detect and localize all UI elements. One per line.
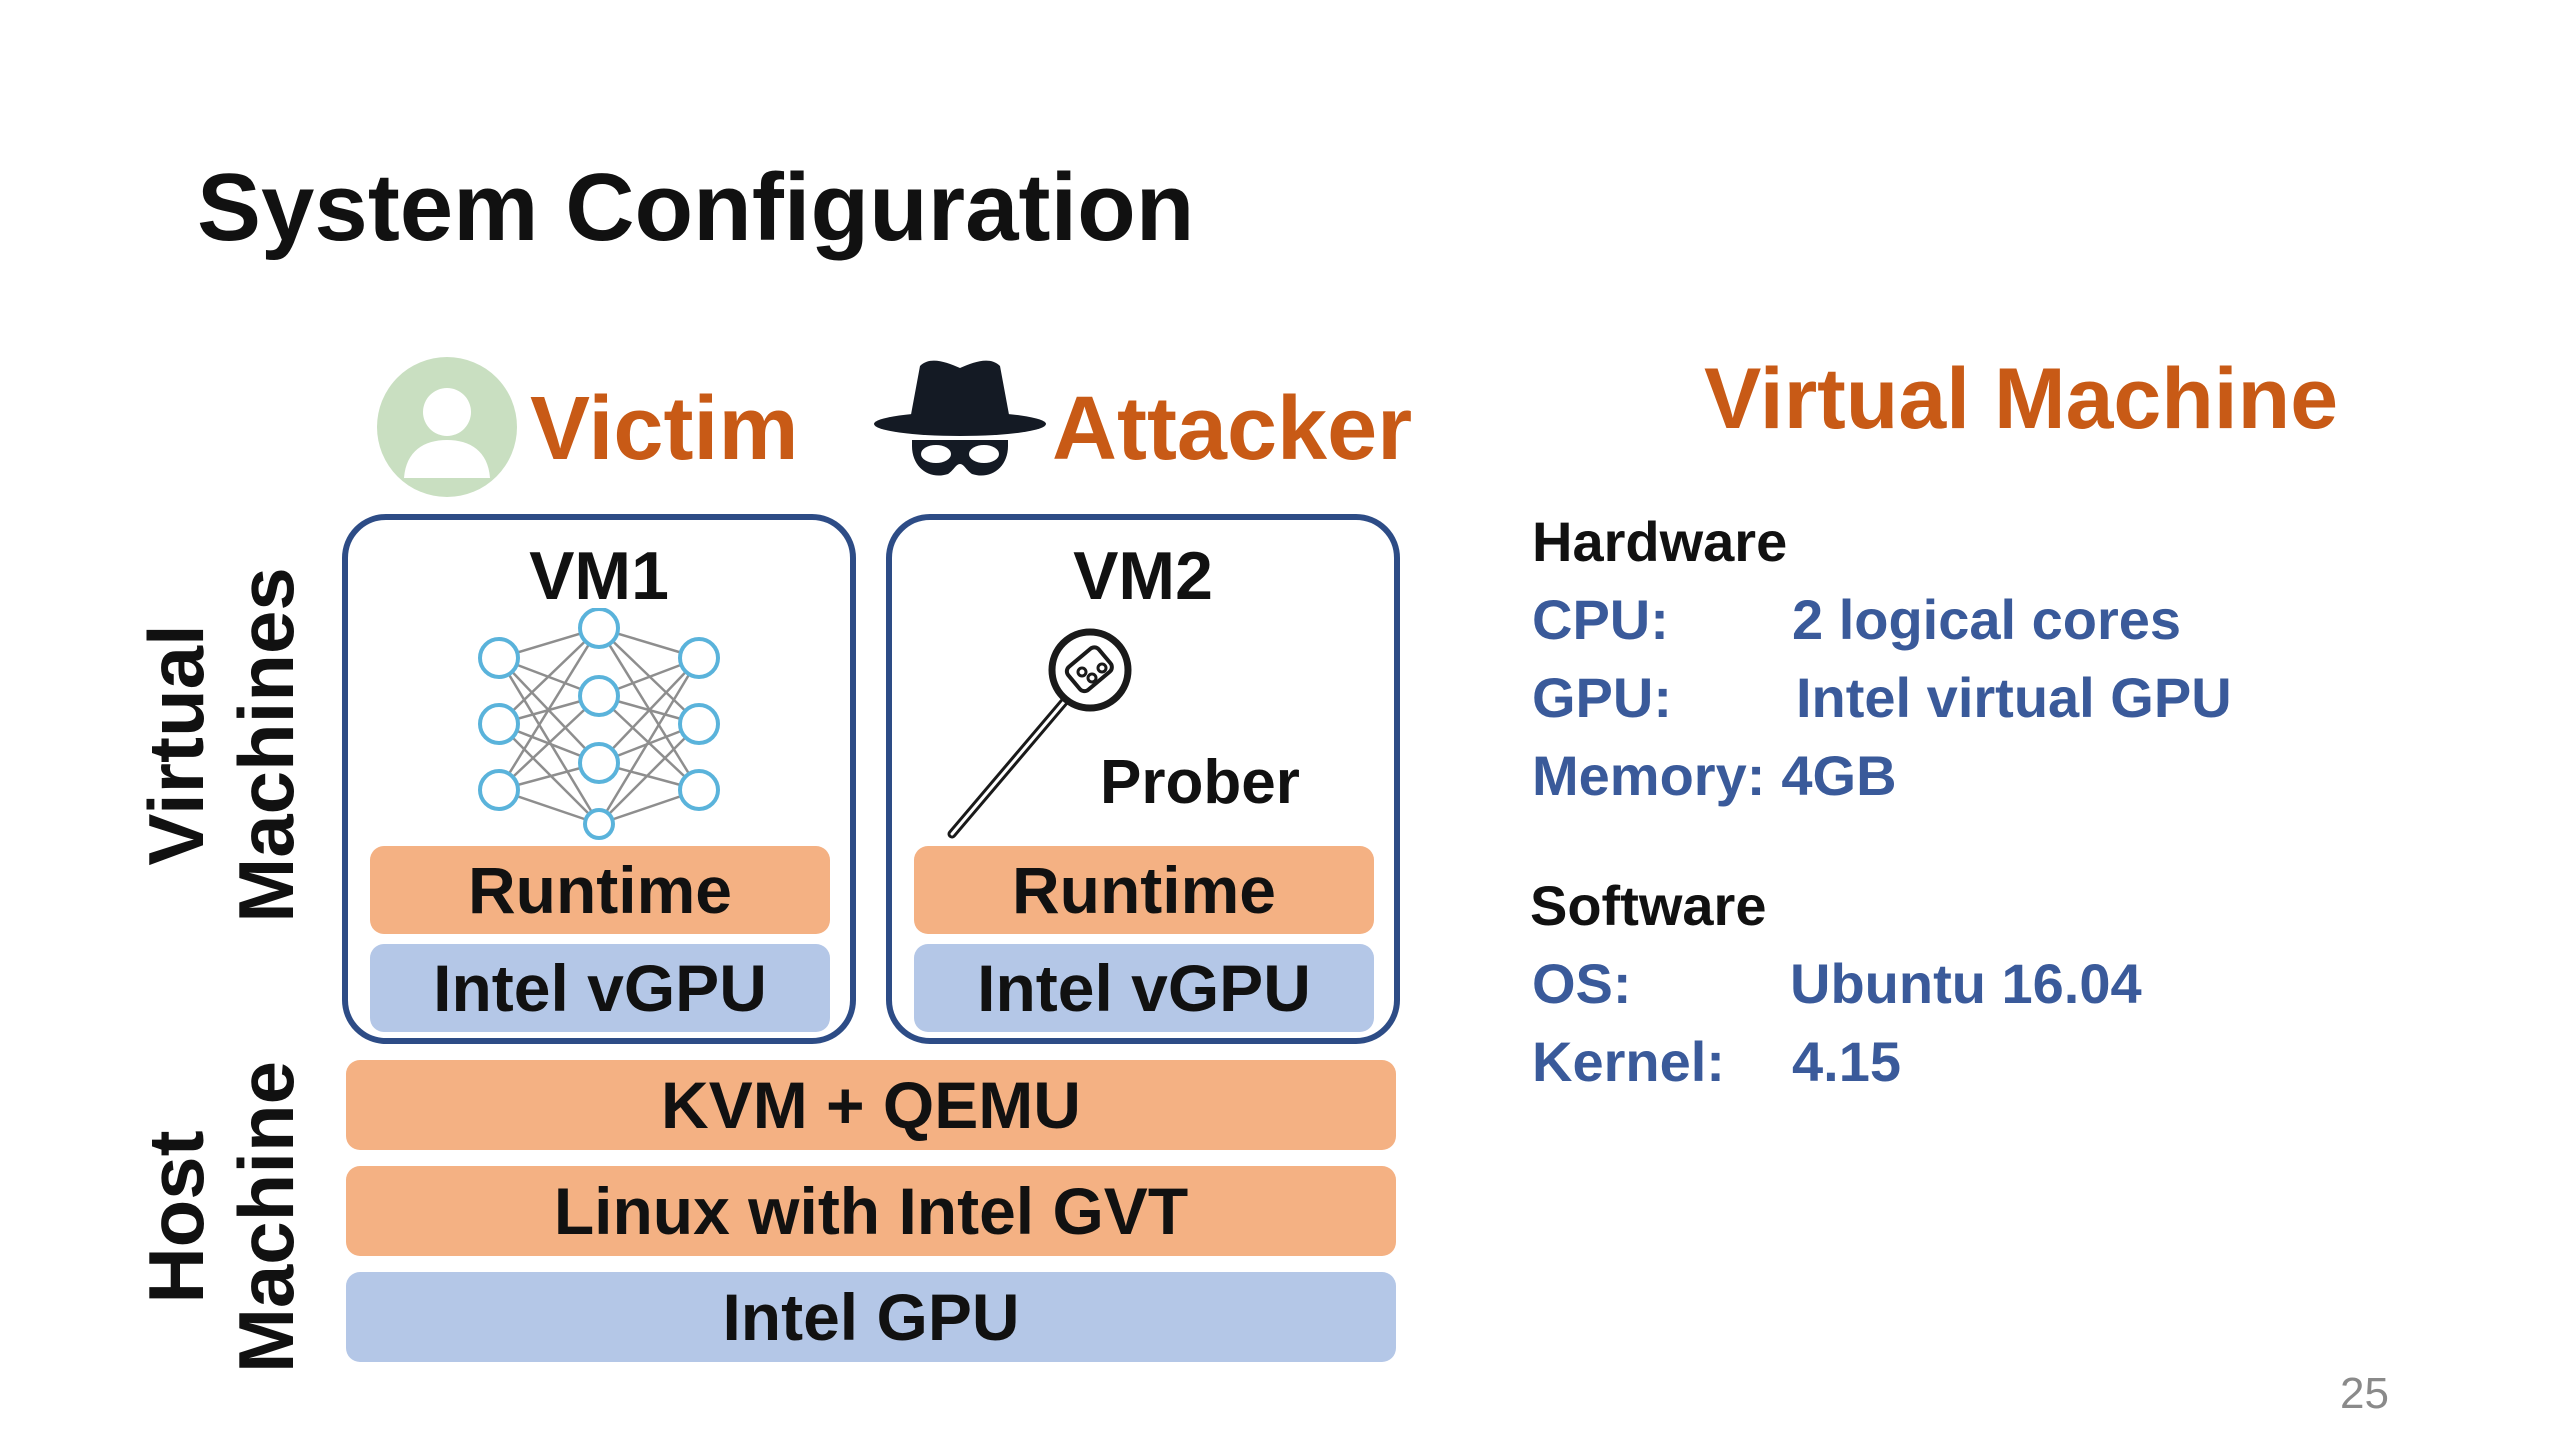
vm2-runtime-layer: Runtime — [914, 846, 1374, 934]
spec-key-os: OS: — [1532, 952, 1632, 1015]
spec-key-cpu: CPU: — [1532, 588, 1669, 651]
neural-network-icon — [476, 607, 722, 840]
hardware-heading: Hardware — [1532, 510, 1788, 573]
side-label-machines: Machines — [222, 567, 310, 923]
host-machine-side-label: Host Machine — [92, 1030, 310, 1400]
prober-label: Prober — [1100, 748, 1300, 817]
spec-value-kernel: 4.15 — [1792, 1030, 1901, 1093]
spec-row-memory: Memory: 4GB — [1532, 748, 1897, 804]
page-number: 25 — [2340, 1369, 2389, 1418]
vm1-runtime-layer: Runtime — [370, 846, 830, 934]
attacker-label: Attacker — [1052, 379, 1413, 479]
spec-value-memory: 4GB — [1781, 744, 1897, 807]
spec-value-os: Ubuntu 16.04 — [1790, 952, 2142, 1015]
software-heading: Software — [1530, 874, 1767, 937]
spec-key-memory: Memory: — [1532, 744, 1766, 807]
side-label-host: Host — [132, 1130, 220, 1304]
vm2-name: VM2 — [1073, 538, 1213, 614]
spec-key-kernel: Kernel: — [1532, 1030, 1725, 1093]
victim-label: Victim — [530, 379, 799, 479]
spec-row-os: OS: Ubuntu 16.04 — [1532, 956, 2142, 1012]
side-label-virtual: Virtual — [132, 624, 220, 866]
linux-gvt-layer: Linux with Intel GVT — [346, 1166, 1396, 1256]
vm2-box: VM2 Prober Runtime Intel vGPU — [886, 514, 1400, 1044]
vm1-name: VM1 — [529, 538, 669, 614]
virtual-machines-side-label: Virtual Machines — [92, 560, 310, 930]
spec-value-cpu: 2 logical cores — [1792, 588, 2182, 651]
spec-row-kernel: Kernel: 4.15 — [1532, 1034, 1901, 1090]
probe-icon — [942, 628, 1142, 844]
victim-avatar-icon — [376, 356, 518, 498]
specs-heading: Virtual Machine — [1704, 351, 2339, 447]
spec-row-cpu: CPU: 2 logical cores — [1532, 592, 2181, 648]
side-label-machine: Machine — [222, 1060, 310, 1374]
spec-row-gpu: GPU: Intel virtual GPU — [1532, 670, 2232, 726]
spec-value-gpu: Intel virtual GPU — [1796, 666, 2232, 729]
slide-title: System Configuration — [197, 154, 1195, 261]
vm2-vgpu-layer: Intel vGPU — [914, 944, 1374, 1032]
vm1-vgpu-layer: Intel vGPU — [370, 944, 830, 1032]
spec-key-gpu: GPU: — [1532, 666, 1672, 729]
vm1-box: VM1 Runtime Intel vGPU — [342, 514, 856, 1044]
intel-gpu-layer: Intel GPU — [346, 1272, 1396, 1362]
attacker-spy-icon — [872, 356, 1048, 484]
kvm-qemu-layer: KVM + QEMU — [346, 1060, 1396, 1150]
